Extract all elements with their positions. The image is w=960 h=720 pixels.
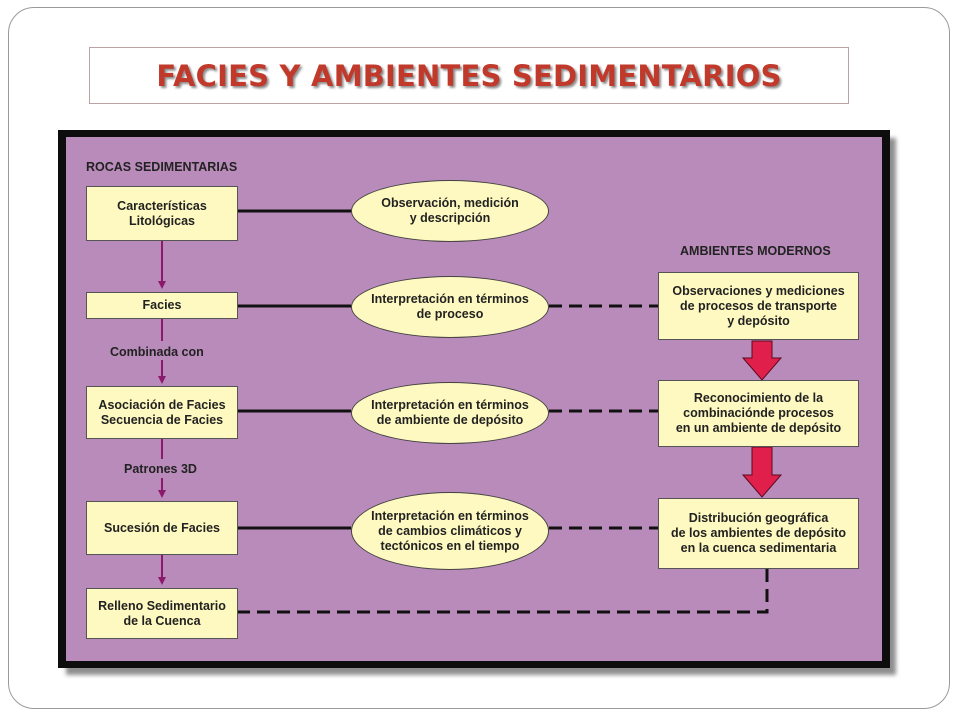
box-reconocimiento: Reconocimiento de la combinaciónde proce… (658, 380, 859, 447)
oval-interpretacion-cambios: Interpretación en términos de cambios cl… (351, 492, 549, 570)
right-column-header: AMBIENTES MODERNOS (680, 244, 831, 258)
box-facies: Facies (86, 292, 238, 319)
left-column-header: ROCAS SEDIMENTARIAS (86, 160, 238, 174)
box-distribucion-geografica: Distribución geográfica de los ambientes… (658, 498, 859, 569)
connector-label-combinada: Combinada con (110, 345, 204, 359)
oval-interpretacion-proceso: Interpretación en términos de proceso (351, 276, 549, 338)
oval-observacion: Observación, medición y descripción (351, 180, 549, 242)
connector-label-patrones-3d: Patrones 3D (124, 462, 197, 476)
box-asociacion-facies: Asociación de Facies Secuencia de Facies (86, 386, 238, 439)
box-observaciones-mediciones: Observaciones y mediciones de procesos d… (658, 272, 859, 340)
title-box: FACIES Y AMBIENTES SEDIMENTARIOS (89, 47, 849, 104)
box-sucesion-facies: Sucesión de Facies (86, 501, 238, 555)
oval-interpretacion-ambiente: Interpretación en términos de ambiente d… (351, 382, 549, 444)
slide-title: FACIES Y AMBIENTES SEDIMENTARIOS (156, 58, 782, 93)
box-relleno-sedimentario: Relleno Sedimentario de la Cuenca (86, 588, 238, 639)
box-caracteristicas-litologicas: Características Litológicas (86, 186, 238, 241)
